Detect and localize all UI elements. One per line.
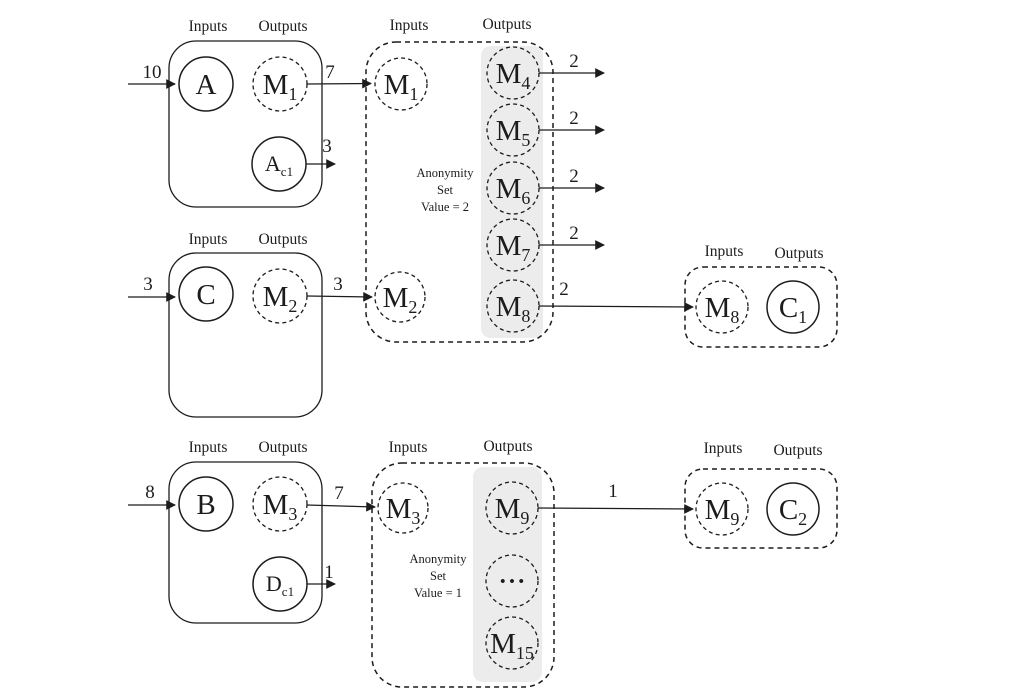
edge-m7-out-label: 2 — [569, 223, 579, 244]
exit-c1-outputs-header: Outputs — [774, 245, 823, 262]
exit-c2-inputs-header: Inputs — [704, 440, 743, 457]
node-m7-circle — [486, 218, 540, 272]
node-m5-circle — [486, 103, 540, 157]
edge-m4-out-label: 2 — [569, 51, 579, 72]
mix-box-set2 — [365, 41, 554, 343]
node-m3-in-circle — [377, 482, 429, 534]
node-ellipsis-label: ••• — [500, 574, 528, 590]
machine-a-outputs-header: Outputs — [258, 18, 307, 35]
node-m1-in-circle — [374, 57, 428, 111]
edge-dc1-out-label: 1 — [324, 562, 334, 583]
node-c2-circle — [766, 482, 820, 536]
edge-m2-to-mix-label: 3 — [333, 274, 343, 295]
edge-m6-out-label: 2 — [569, 166, 579, 187]
machine-b-outputs-header: Outputs — [258, 439, 307, 456]
mix2-outputs-header: Outputs — [482, 16, 531, 33]
machine-c-box — [168, 252, 323, 418]
node-c2-label: C2 — [779, 494, 807, 529]
node-m2-in-label: M2 — [383, 282, 418, 317]
node-c-label: C — [196, 279, 215, 311]
edge-m8-to-exit-arrow — [538, 302, 694, 312]
node-ac1-label: Ac1 — [265, 151, 293, 179]
node-c-circle — [178, 266, 234, 322]
edge-m1-to-mix-arrow — [306, 78, 372, 89]
edge-m8-to-exit-label: 2 — [559, 279, 569, 300]
machine-a-inputs-header: Inputs — [189, 18, 228, 35]
node-c1-circle — [766, 280, 820, 334]
node-a-label: A — [196, 69, 217, 101]
exit-c1-inputs-header: Inputs — [705, 243, 744, 260]
node-m7-label: M7 — [496, 230, 531, 265]
anonymity-set1-line3: Value = 1 — [414, 586, 462, 600]
node-m2-out-circle — [252, 268, 308, 324]
node-m8-in-circle — [695, 280, 749, 334]
mix2-inputs-header: Inputs — [390, 17, 429, 34]
node-b-label: B — [196, 489, 215, 521]
node-dc1-label: Dc1 — [266, 571, 294, 599]
node-m4-circle — [486, 46, 540, 100]
node-ac1-circle — [251, 136, 307, 192]
edge-m2-to-mix-arrow — [306, 291, 373, 302]
edge-into-a-label: 10 — [143, 62, 162, 83]
mix1-inputs-header: Inputs — [389, 439, 428, 456]
node-m1-in-label: M1 — [384, 69, 419, 104]
node-m3-in-label: M3 — [386, 493, 421, 528]
machine-b-box — [168, 461, 323, 624]
edge-m5-out-label: 2 — [569, 108, 579, 129]
node-m2-in-circle — [374, 271, 426, 323]
edge-m9-to-exit-label: 1 — [608, 481, 618, 502]
mix-box-set1 — [371, 462, 555, 688]
machine-b-inputs-header: Inputs — [189, 439, 228, 456]
edge-into-c-label: 3 — [143, 274, 153, 295]
edge-into-b-label: 8 — [145, 482, 155, 503]
node-m8-in-label: M8 — [705, 292, 740, 327]
node-a-circle — [178, 56, 234, 112]
anonymity-set2-line3: Value = 2 — [421, 200, 469, 214]
anonymity-set2-line2: Set — [437, 183, 454, 197]
node-m4-label: M4 — [496, 58, 531, 93]
node-m5-label: M5 — [496, 115, 531, 150]
anonymity-set1-line1: Anonymity — [410, 552, 468, 566]
node-ellipsis-circle — [485, 554, 539, 608]
node-m9-in-circle — [695, 482, 749, 536]
machine-a-box — [168, 40, 323, 208]
node-m8-out-circle — [486, 279, 540, 333]
node-m6-label: M6 — [496, 173, 531, 208]
node-m3-out-label: M3 — [263, 489, 298, 524]
machine-c-inputs-header: Inputs — [189, 231, 228, 248]
node-m1-out-label: M1 — [263, 69, 298, 104]
edge-ac1-out-label: 3 — [322, 136, 332, 157]
node-m1-out-circle — [252, 56, 308, 112]
anonymity-set1-line2: Set — [430, 569, 447, 583]
edge-m9-to-exit-arrow — [537, 504, 694, 514]
node-m6-circle — [486, 161, 540, 215]
exit-c2-outputs-header: Outputs — [773, 442, 822, 459]
edge-m3-to-mix-arrow — [306, 501, 376, 512]
node-c1-label: C1 — [779, 292, 807, 327]
edge-m1-to-mix-label: 7 — [325, 62, 335, 83]
edge-m3-to-mix-label: 7 — [334, 483, 344, 504]
mix1-outputs-header: Outputs — [483, 438, 532, 455]
node-m2-out-label: M2 — [263, 281, 298, 316]
node-m9-out-circle — [485, 481, 539, 535]
machine-c-outputs-header: Outputs — [258, 231, 307, 248]
node-m9-out-label: M9 — [495, 493, 530, 528]
node-m15-label: M15 — [490, 628, 534, 663]
node-m3-out-circle — [252, 476, 308, 532]
node-b-circle — [178, 476, 234, 532]
anonymity-set2-line1: Anonymity — [417, 166, 475, 180]
node-dc1-circle — [252, 556, 308, 612]
node-m8-out-label: M8 — [496, 291, 531, 326]
node-m9-in-label: M9 — [705, 494, 740, 529]
node-m15-circle — [485, 616, 539, 670]
